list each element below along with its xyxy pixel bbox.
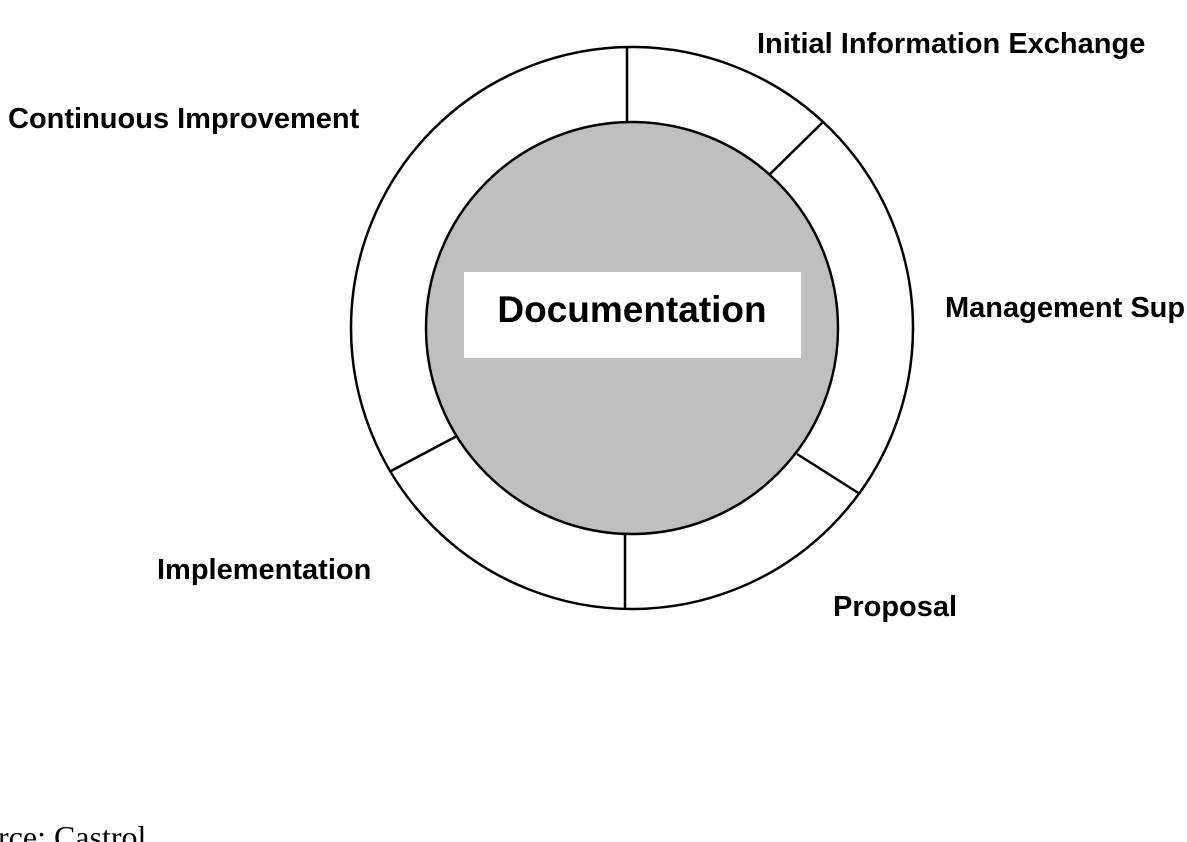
stage-label-proposal: Proposal	[833, 591, 957, 623]
segment-divider	[796, 452, 861, 496]
stage-label-management-support: Management Support	[945, 292, 1187, 324]
center-label-box	[464, 272, 801, 358]
segment-divider	[390, 434, 458, 473]
stage-label-implementation: Implementation	[157, 554, 371, 586]
segment-divider	[766, 121, 824, 178]
source-note: rce: Castrol	[0, 819, 147, 842]
stage-label-continuous-improvement: Continuous Improvement	[8, 103, 360, 135]
stage-label-initial-information-exchange: Initial Information Exchange	[757, 28, 1145, 60]
center-label: Documentation	[497, 289, 766, 330]
